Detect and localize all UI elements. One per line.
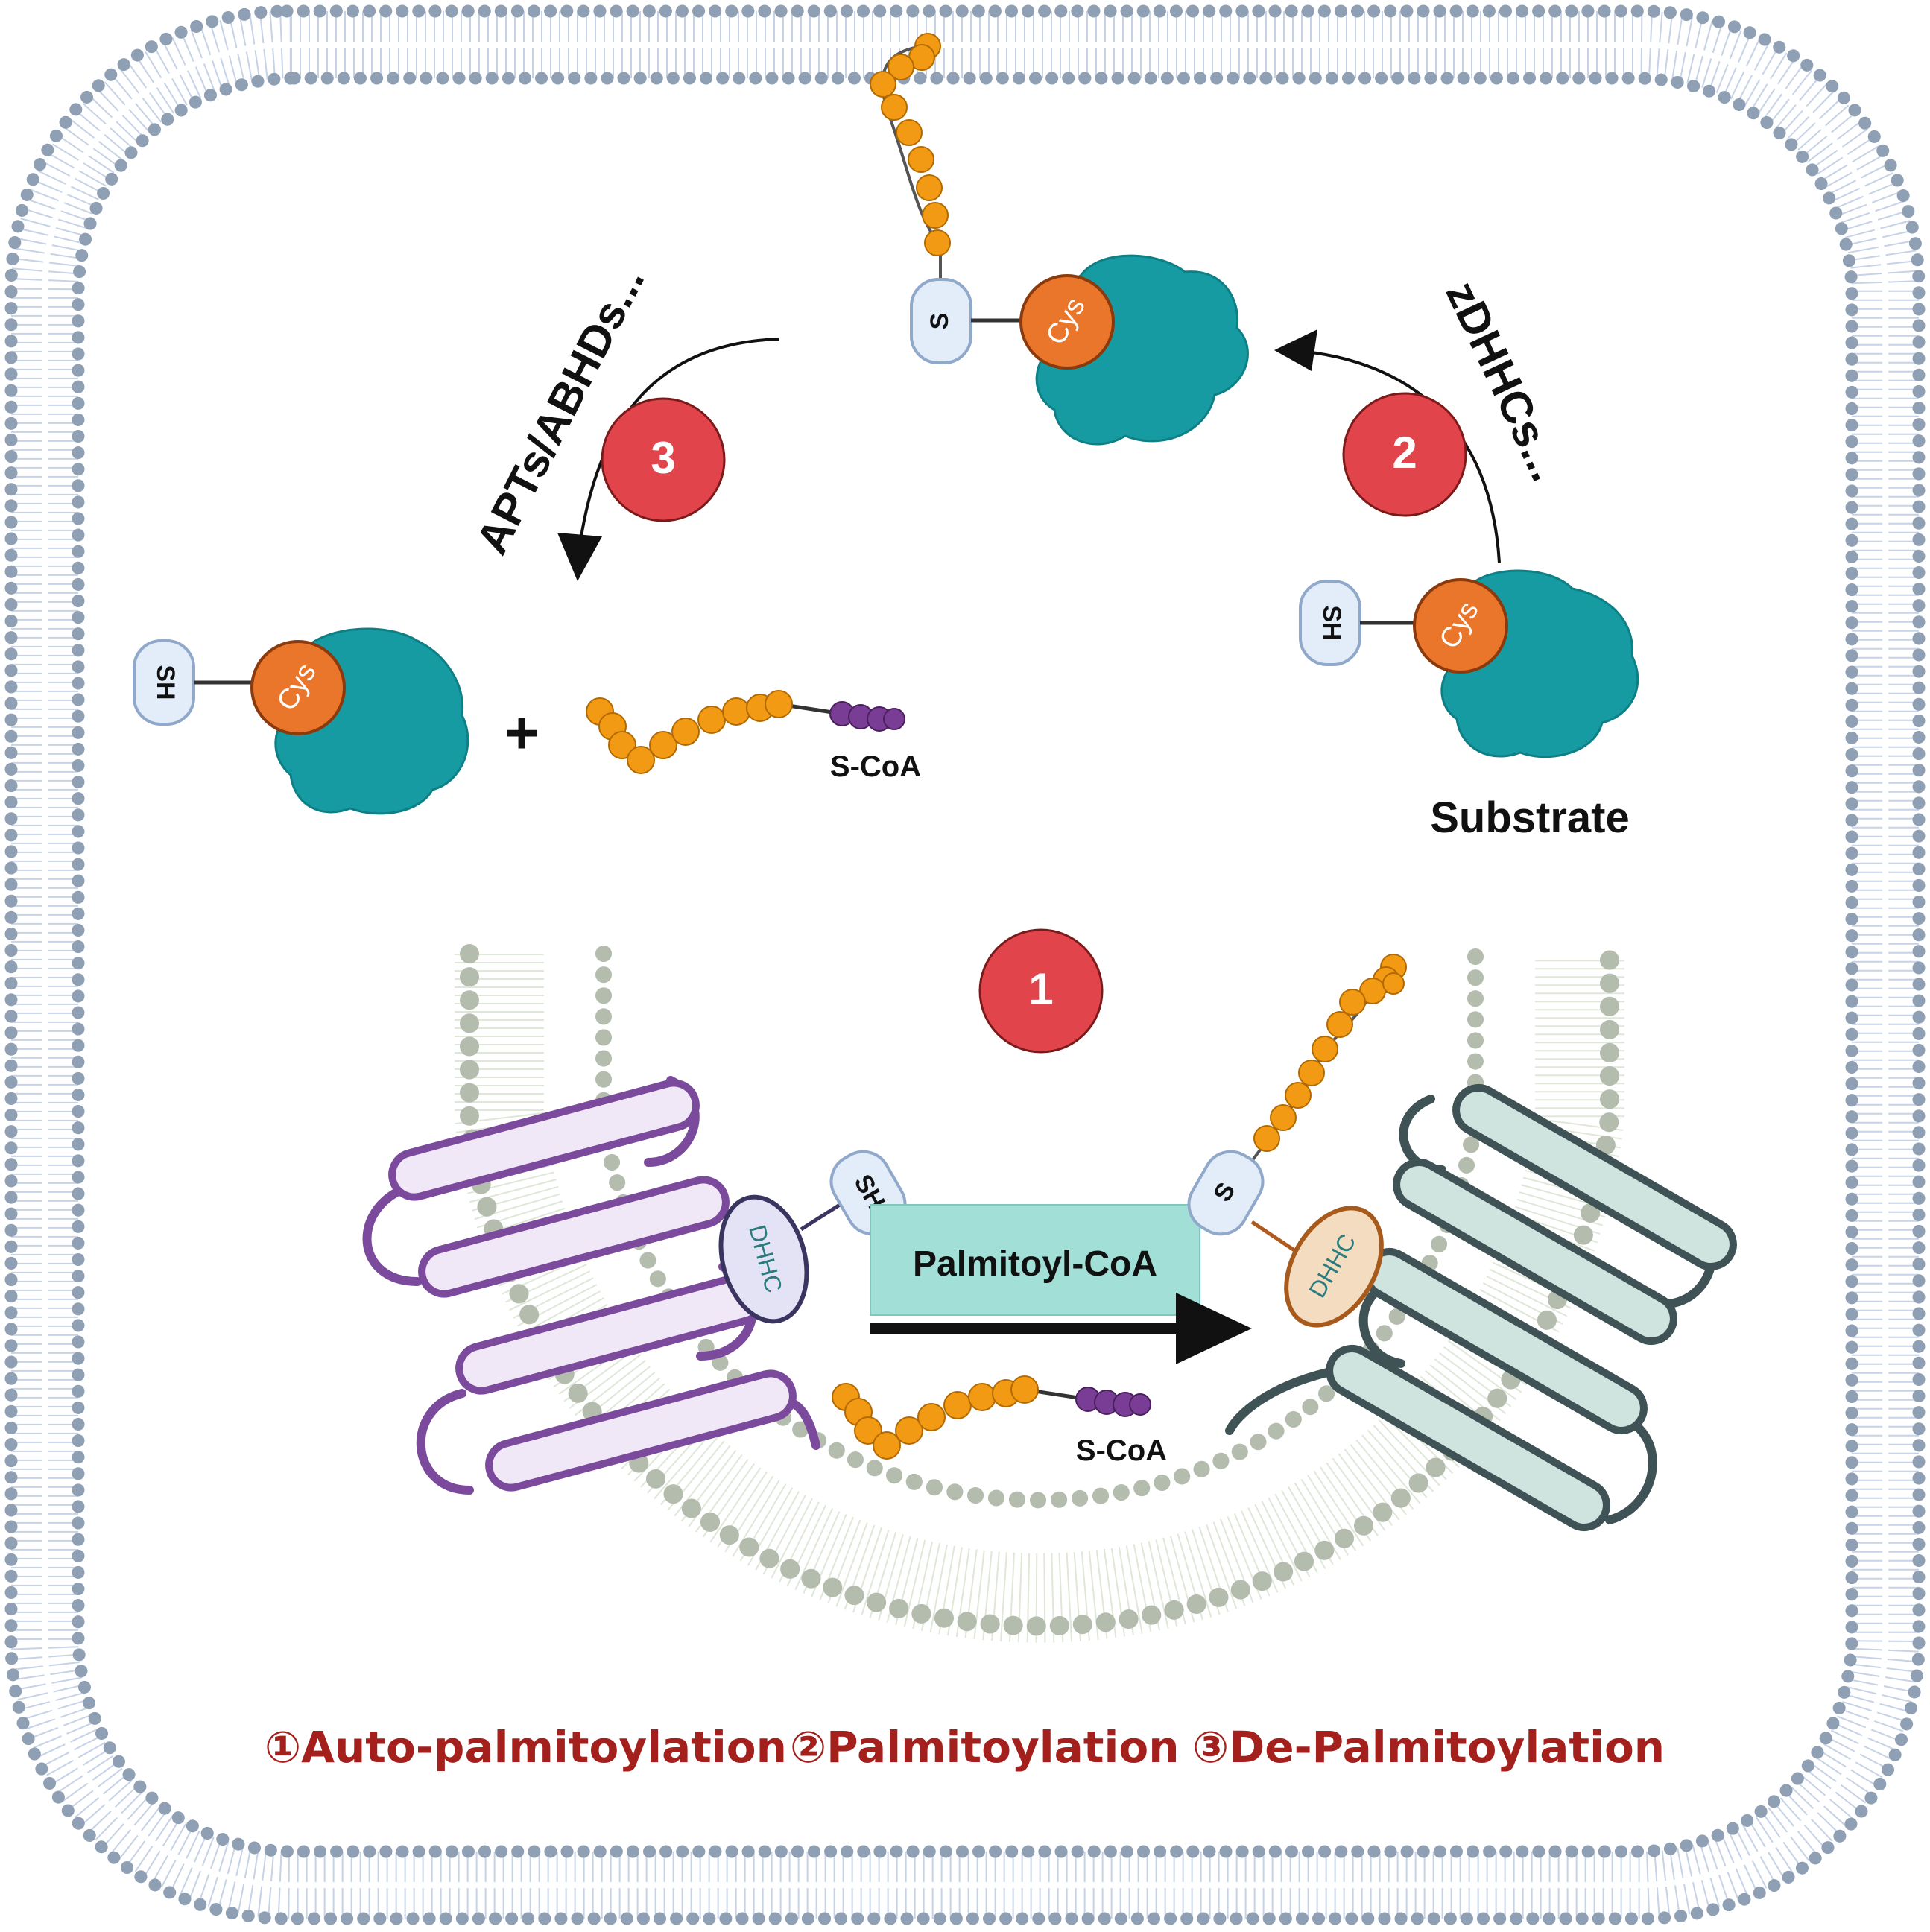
- plus-sign: +: [504, 700, 540, 766]
- auto-palmitoylation-reaction: Palmitoyl-CoA: [870, 1204, 1252, 1364]
- palmitoyl-coa-molecule-bottom: S-CoA: [832, 1375, 1167, 1467]
- palmitoylated-substrate: S Cys: [870, 33, 1249, 446]
- scoa-label: S-CoA: [830, 750, 921, 783]
- step-1-badge: 1: [978, 928, 1104, 1054]
- substrate-label: Substrate: [1430, 794, 1630, 842]
- legend: ①Auto-palmitoylation ②Palmitoylation ③De…: [265, 1722, 1665, 1773]
- palmitoyl-coa-molecule-top: S-CoA: [586, 690, 921, 783]
- depalmitoylated-protein: SH Cys: [133, 627, 469, 815]
- sh-label: SH: [151, 665, 180, 700]
- legend-de-palmitoylation: ③De-Palmitoylation: [1192, 1722, 1665, 1773]
- s-label: S: [926, 313, 954, 330]
- svg-text:2: 2: [1392, 428, 1417, 478]
- scoa-label: S-CoA: [1076, 1434, 1167, 1467]
- zdhhc-enzyme-unmodified: DHHC SH: [362, 1076, 907, 1495]
- legend-auto-palmitoylation: ①Auto-palmitoylation: [265, 1722, 787, 1773]
- step-2-badge: 2: [1342, 392, 1467, 517]
- zdhhc-enzyme-palmitoylated: S DHHC: [1187, 954, 1737, 1531]
- svg-text:1: 1: [1028, 964, 1053, 1014]
- step-3-badge: 3: [601, 397, 726, 522]
- cell-membrane: [4, 4, 1926, 1925]
- palmitoyl-coa-label: Palmitoyl-CoA: [913, 1244, 1157, 1284]
- substrate-protein: SH Cys Substrate: [1299, 569, 1639, 842]
- svg-text:3: 3: [651, 433, 675, 483]
- sh-label: SH: [1317, 605, 1346, 640]
- palmitate-chain: [870, 33, 951, 256]
- legend-palmitoylation: ②Palmitoylation: [790, 1722, 1180, 1773]
